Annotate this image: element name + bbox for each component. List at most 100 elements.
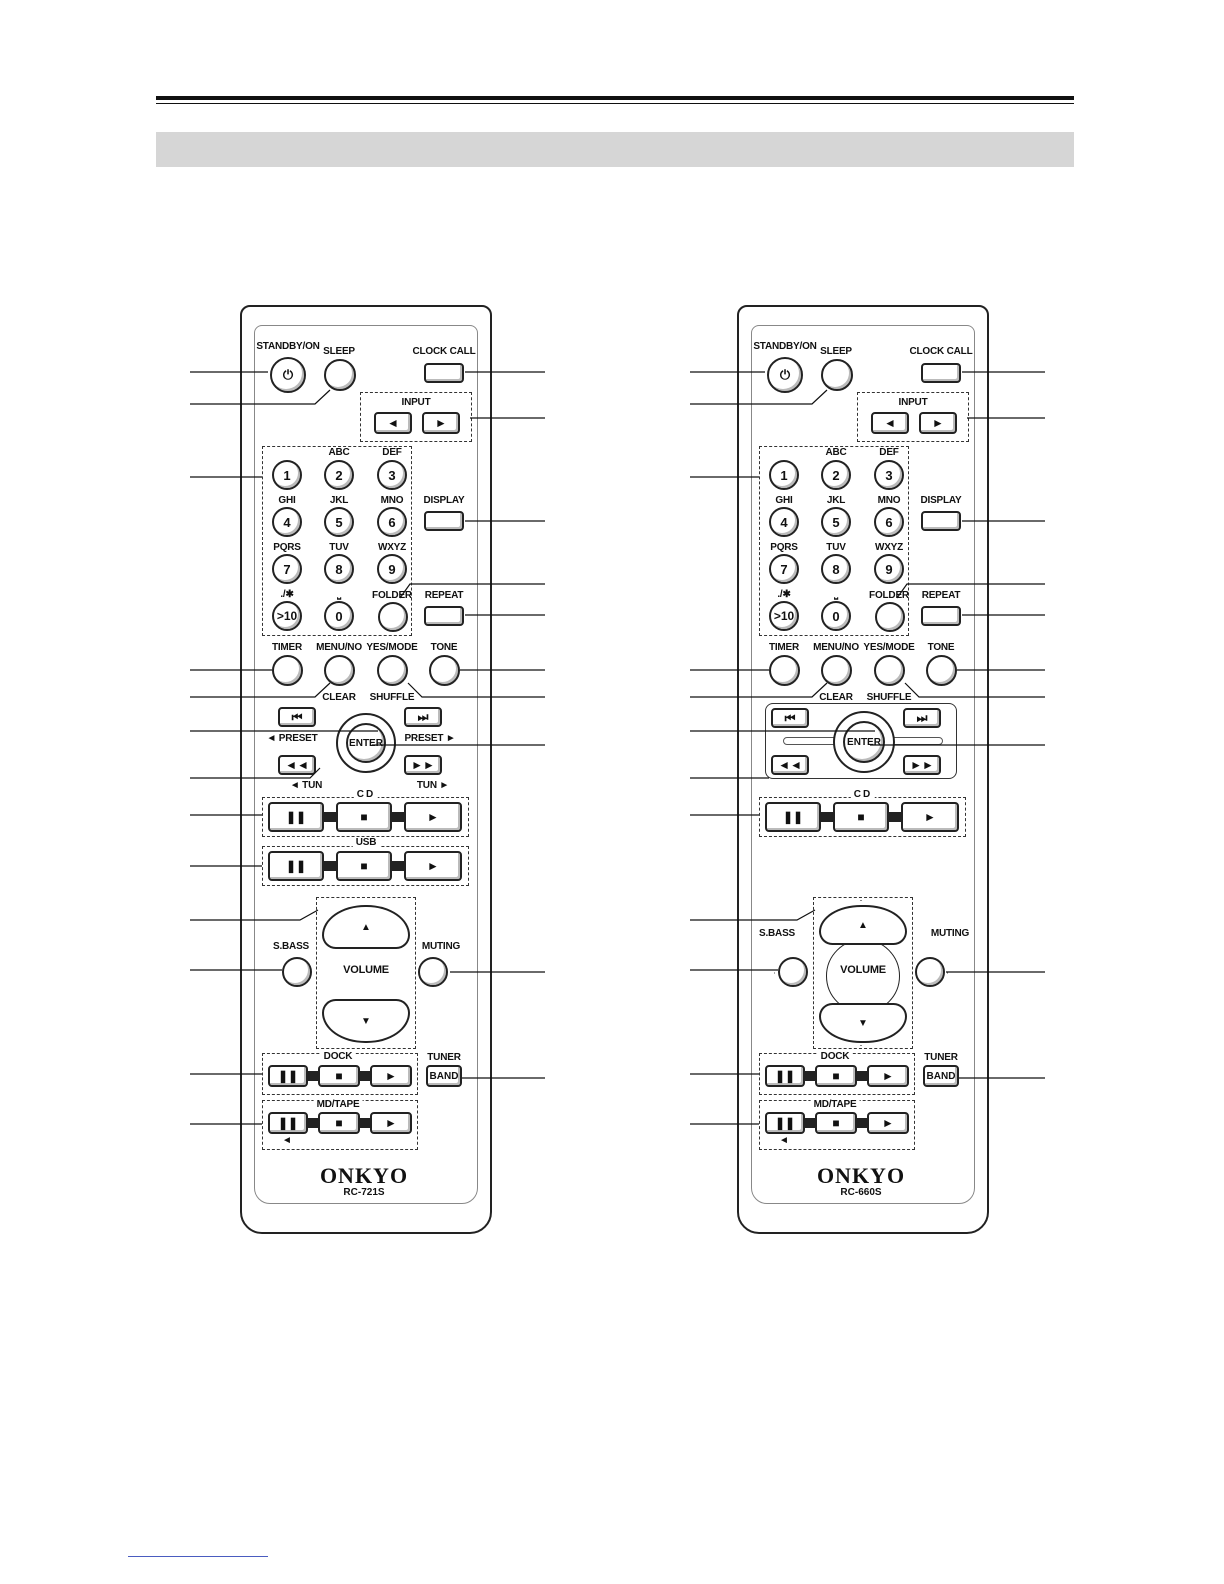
sbass-button[interactable] xyxy=(778,957,808,987)
repeat-button[interactable] xyxy=(921,606,961,626)
usb-pause-button[interactable]: ❚❚ xyxy=(268,851,324,881)
digit-gt10-button[interactable]: >10 xyxy=(769,601,799,631)
cd-stop-button[interactable]: ■ xyxy=(833,802,889,832)
rewind-button[interactable]: ◄◄ xyxy=(771,755,809,775)
tone-button[interactable] xyxy=(926,655,957,686)
display-button[interactable] xyxy=(424,511,464,531)
dock-stop-button[interactable]: ■ xyxy=(318,1065,360,1087)
yes-mode-button[interactable] xyxy=(377,655,408,686)
skip-prev-button[interactable]: ⏮ xyxy=(771,708,809,728)
input-left-button[interactable]: ◄ xyxy=(374,412,412,434)
digit-0-button[interactable]: 0 xyxy=(821,601,851,631)
volume-up-button[interactable]: ▲ xyxy=(819,905,907,945)
digit-2-button[interactable]: 2 xyxy=(821,460,851,490)
usb-play-button[interactable]: ► xyxy=(404,851,462,881)
digit-7-button[interactable]: 7 xyxy=(769,554,799,584)
digit-6-button[interactable]: 6 xyxy=(377,507,407,537)
folder-button[interactable] xyxy=(378,602,408,632)
dock-pause-button[interactable]: ❚❚ xyxy=(765,1065,805,1087)
dock-stop-button[interactable]: ■ xyxy=(815,1065,857,1087)
repeat-label: REPEAT xyxy=(921,590,961,601)
mno-label: MNO xyxy=(877,495,901,506)
sleep-button[interactable] xyxy=(821,359,853,391)
md-tape-pause-button[interactable]: ❚❚ xyxy=(765,1112,805,1134)
play-icon: ► xyxy=(924,810,936,824)
input-left-button[interactable]: ◄ xyxy=(871,412,909,434)
menu-no-button[interactable] xyxy=(324,655,355,686)
digit-4-button[interactable]: 4 xyxy=(769,507,799,537)
digit-3-button[interactable]: 3 xyxy=(874,460,904,490)
sleep-button[interactable] xyxy=(324,359,356,391)
enter-button[interactable]: ENTER xyxy=(346,723,386,763)
usb-stop-button[interactable]: ■ xyxy=(336,851,392,881)
clock-call-button[interactable] xyxy=(921,363,961,383)
menu-no-button[interactable] xyxy=(821,655,852,686)
md-tape-play-button[interactable]: ► xyxy=(370,1112,412,1134)
digit-7-button[interactable]: 7 xyxy=(272,554,302,584)
digit-0-button[interactable]: 0 xyxy=(324,601,354,631)
dock-pause-button[interactable]: ❚❚ xyxy=(268,1065,308,1087)
tune-up-button[interactable]: ►► xyxy=(404,755,442,775)
repeat-button[interactable] xyxy=(424,606,464,626)
md-tape-pause-button[interactable]: ❚❚ xyxy=(268,1112,308,1134)
yes-mode-button[interactable] xyxy=(874,655,905,686)
enter-button[interactable]: ENTER xyxy=(843,721,885,763)
digit-6-button[interactable]: 6 xyxy=(874,507,904,537)
pause-icon: ❚❚ xyxy=(285,810,307,824)
digit-5-button[interactable]: 5 xyxy=(821,507,851,537)
arrow-left-icon: ◄ xyxy=(884,416,896,430)
arrow-up-icon: ▲ xyxy=(361,921,371,933)
dot-star-label: ./✱ xyxy=(777,589,791,600)
tone-button[interactable] xyxy=(429,655,460,686)
cd-pause-button[interactable]: ❚❚ xyxy=(765,802,821,832)
menu-no-label: MENU/NO xyxy=(813,642,859,653)
digit-5-button[interactable]: 5 xyxy=(324,507,354,537)
dock-play-button[interactable]: ► xyxy=(867,1065,909,1087)
cd-stop-button[interactable]: ■ xyxy=(336,802,392,832)
skip-next-button[interactable]: ⏭ xyxy=(903,708,941,728)
preset-prev-button[interactable]: ⏮ xyxy=(278,707,316,727)
header-rule-thick xyxy=(156,96,1074,100)
cd-play-button[interactable]: ► xyxy=(901,802,959,832)
band-button[interactable]: BAND xyxy=(426,1065,462,1087)
display-button[interactable] xyxy=(921,511,961,531)
ghi-label: GHI xyxy=(278,495,296,506)
muting-button[interactable] xyxy=(418,957,448,987)
arrow-right-icon: ► xyxy=(932,416,944,430)
band-button[interactable]: BAND xyxy=(923,1065,959,1087)
cd-pause-button[interactable]: ❚❚ xyxy=(268,802,324,832)
standby-button[interactable]: ⏻ xyxy=(270,357,306,393)
input-right-button[interactable]: ► xyxy=(422,412,460,434)
digit-8-button[interactable]: 8 xyxy=(324,554,354,584)
standby-button[interactable]: ⏻ xyxy=(767,357,803,393)
digit-8-button[interactable]: 8 xyxy=(821,554,851,584)
digit-9-button[interactable]: 9 xyxy=(874,554,904,584)
digit-4-button[interactable]: 4 xyxy=(272,507,302,537)
digit-1-button[interactable]: 1 xyxy=(769,460,799,490)
timer-button[interactable] xyxy=(272,655,303,686)
folder-button[interactable] xyxy=(875,602,905,632)
digit-3-button[interactable]: 3 xyxy=(377,460,407,490)
digit-9-button[interactable]: 9 xyxy=(377,554,407,584)
fast-forward-button[interactable]: ►► xyxy=(903,755,941,775)
wxyz-label: WXYZ xyxy=(874,542,904,553)
dock-bar-join xyxy=(805,1071,815,1081)
md-tape-stop-button[interactable]: ■ xyxy=(318,1112,360,1134)
cd-play-button[interactable]: ► xyxy=(404,802,462,832)
digit-gt10-button[interactable]: >10 xyxy=(272,601,302,631)
sbass-button[interactable] xyxy=(282,957,312,987)
digit-1-button[interactable]: 1 xyxy=(272,460,302,490)
pause-icon: ❚❚ xyxy=(277,1116,299,1130)
md-tape-stop-button[interactable]: ■ xyxy=(815,1112,857,1134)
muting-button[interactable] xyxy=(915,957,945,987)
md-tape-play-button[interactable]: ► xyxy=(867,1112,909,1134)
input-right-button[interactable]: ► xyxy=(919,412,957,434)
dock-play-button[interactable]: ► xyxy=(370,1065,412,1087)
tuner-label: TUNER xyxy=(427,1052,461,1063)
mno-label: MNO xyxy=(380,495,404,506)
clock-call-button[interactable] xyxy=(424,363,464,383)
preset-next-button[interactable]: ⏭ xyxy=(404,707,442,727)
digit-2-button[interactable]: 2 xyxy=(324,460,354,490)
timer-button[interactable] xyxy=(769,655,800,686)
tune-down-button[interactable]: ◄◄ xyxy=(278,755,316,775)
